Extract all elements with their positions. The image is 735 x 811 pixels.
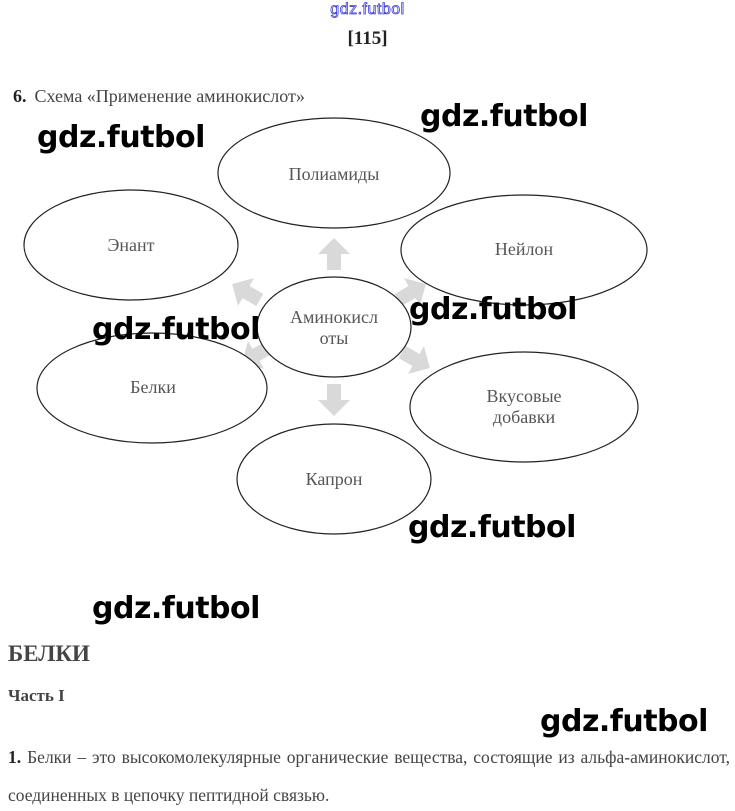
enanth-label: Энант (107, 235, 154, 255)
nylon-label: Нейлон (495, 239, 554, 259)
watermark: gdz.futbol (92, 312, 260, 347)
watermark: gdz.futbol (409, 292, 577, 327)
question-text: Белки – это высокомолекулярные органичес… (8, 747, 730, 805)
node-proteins (36, 332, 268, 444)
task-number: 6. (13, 86, 27, 106)
proteins-label: Белки (130, 377, 176, 397)
page-number: [115] (347, 28, 388, 49)
question-number: 1. (8, 747, 22, 767)
arrow-up (318, 238, 350, 270)
watermark: gdz.futbol (420, 99, 588, 134)
watermark: gdz.futbol (92, 591, 260, 626)
header-watermark[interactable]: gdz.futbol (330, 1, 405, 19)
watermark: gdz.futbol (37, 120, 205, 155)
node-polyamides (217, 117, 451, 229)
watermark: gdz.futbol (408, 510, 576, 545)
arrow-down (318, 384, 350, 416)
arrow-up-right (394, 278, 426, 307)
arrow-up-left (232, 278, 264, 307)
flavorings-label-2: добавки (493, 407, 556, 427)
node-center (256, 276, 412, 378)
node-flavorings (409, 351, 639, 463)
flavorings-label-1: Вкусовые (486, 386, 561, 406)
watermark: gdz.futbol (540, 704, 708, 739)
task-6-heading: 6. Схема «Применение аминокислот» (13, 86, 305, 107)
question-1: 1.Белки – это высокомолекулярные органич… (8, 738, 730, 811)
part-title: Часть I (8, 686, 65, 705)
node-nylon (400, 194, 648, 306)
center-label-2: оты (320, 328, 349, 348)
node-enanth (23, 189, 239, 301)
center-label-1: Аминокисл (290, 307, 378, 327)
arrow-down-right (398, 345, 430, 374)
node-capron (236, 423, 432, 535)
polyamides-label: Полиамиды (289, 164, 380, 184)
capron-label: Капрон (306, 469, 363, 489)
task-title: Схема «Применение аминокислот» (34, 86, 305, 106)
section-title: БЕЛКИ (8, 641, 90, 666)
